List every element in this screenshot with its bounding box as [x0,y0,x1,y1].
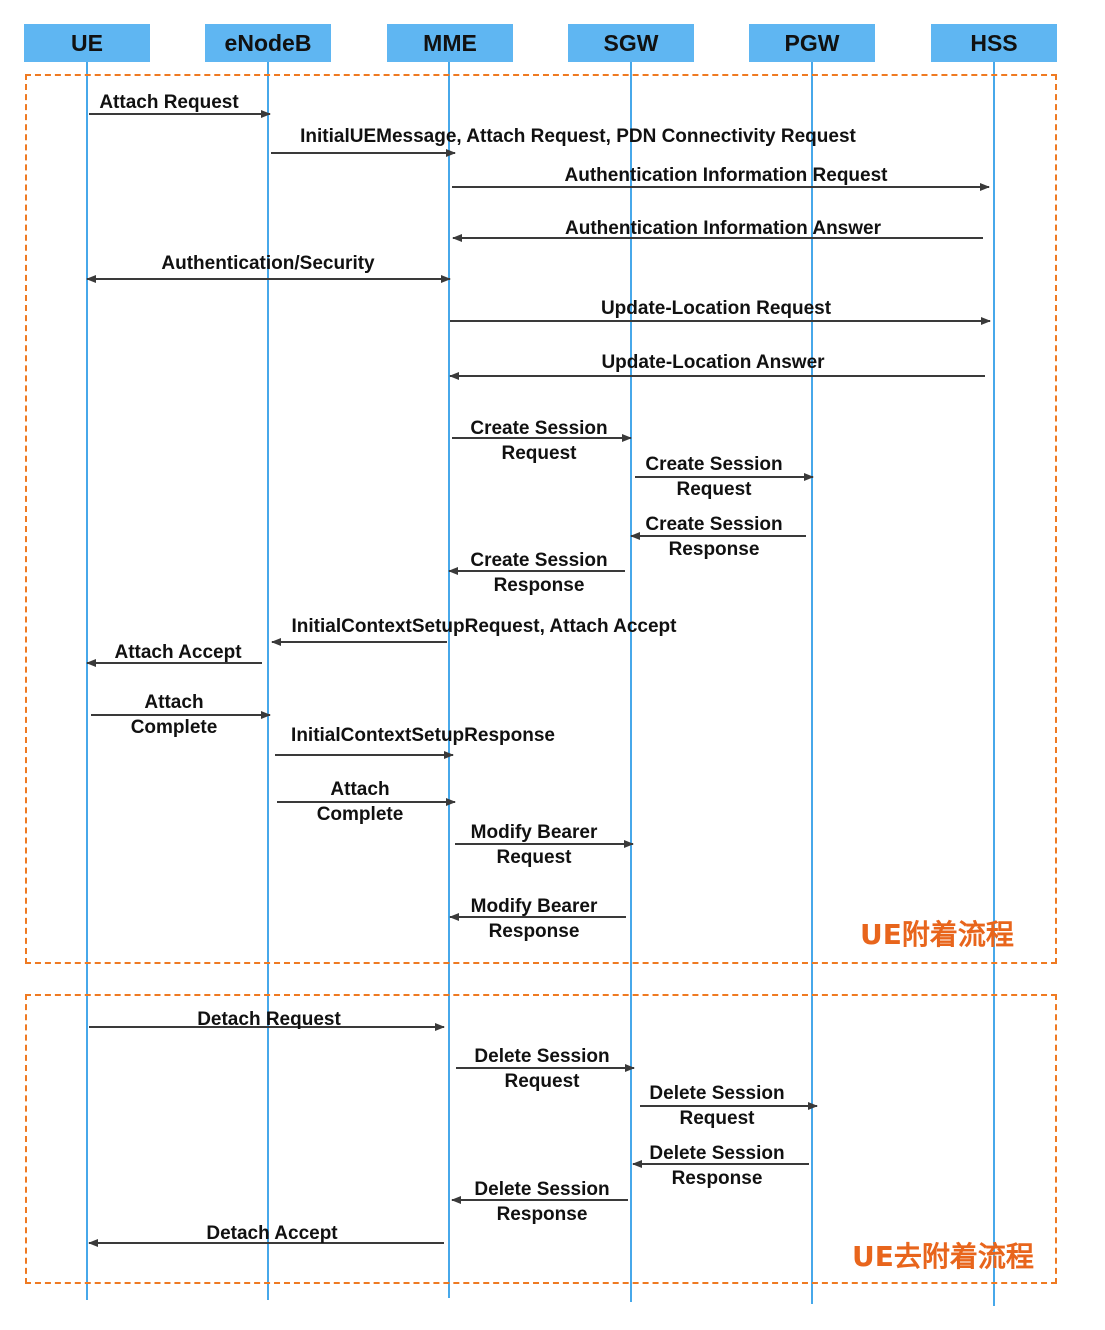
detach-frame [25,994,1057,1284]
msg-update-location-ans: Update-Location Answer [601,352,825,373]
attach-frame-label: UE附着流程 [860,918,1014,951]
msg-auth-info-request: Authentication Information Request [564,165,888,186]
participant-hss: HSS [931,24,1057,62]
msg-initial-context-resp: InitialContextSetupResponse [291,725,555,746]
msg-auth-info-answer: Authentication Information Answer [565,218,881,239]
msg-initial-ue-message: InitialUEMessage, Attach Request, PDN Co… [300,126,856,147]
msg-detach-request: Detach Request [197,1009,341,1030]
participant-mme: MME [387,24,513,62]
msg-detach-accept: Detach Accept [206,1223,338,1244]
participant-pgw: PGW [749,24,875,62]
lifeline-hss [993,62,995,1306]
participant-enodeb: eNodeB [205,24,331,62]
participant-ue: UE [24,24,150,62]
msg-auth-security: Authentication/Security [161,253,375,274]
participant-sgw: SGW [568,24,694,62]
lifeline-mme [448,62,450,1298]
msg-initial-context-req: InitialContextSetupRequest, Attach Accep… [291,616,677,637]
msg-attach-accept: Attach Accept [114,642,242,663]
msg-update-location-req: Update-Location Request [600,298,832,319]
msg-attach-request: Attach Request [99,92,239,113]
lifeline-sgw [630,62,632,1302]
attach-frame [25,74,1057,964]
lifeline-ue [86,62,88,1300]
lifeline-enodeb [267,62,269,1300]
detach-frame-label: UE去附着流程 [852,1240,1034,1273]
lifeline-pgw [811,62,813,1304]
